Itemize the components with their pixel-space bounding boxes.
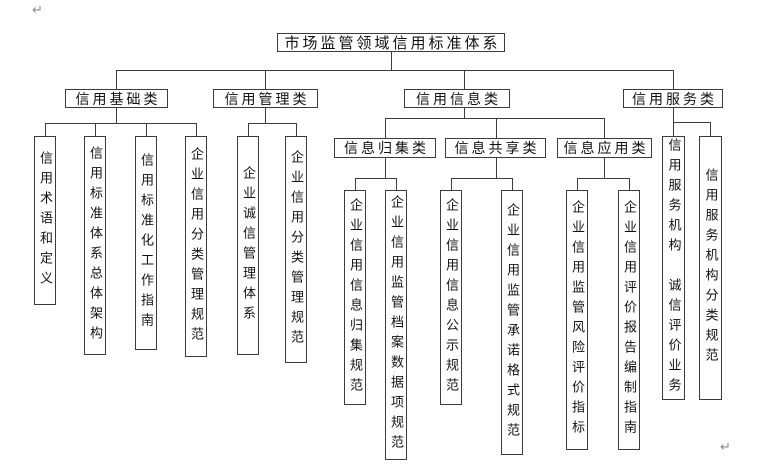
connector-line bbox=[451, 178, 452, 190]
leaf-label: 信用标准化工作指南 bbox=[139, 153, 154, 333]
subgroup-info-sharing: 信息共享类 bbox=[445, 138, 546, 158]
connector-line bbox=[629, 178, 630, 190]
leaf-label: 企业信用监管风险评价指标 bbox=[570, 200, 585, 440]
connector-line bbox=[385, 118, 386, 138]
connector-line bbox=[673, 70, 674, 89]
connector-line bbox=[265, 70, 266, 89]
connector-line bbox=[45, 123, 197, 124]
branch-credit-management: 信用管理类 bbox=[213, 89, 318, 108]
leaf-credit-info-disclosure-spec: 企业信用信息公示规范 bbox=[440, 190, 462, 405]
connector-line bbox=[45, 123, 46, 136]
subgroup-info-application: 信息应用类 bbox=[557, 138, 652, 158]
node-root-market-regulation-credit-standard-system: 市场监管领域信用标准体系 bbox=[277, 33, 505, 52]
leaf-label: 企业信用监管档案数据项规范 bbox=[389, 195, 404, 455]
connector-line bbox=[355, 178, 356, 190]
leaf-regulatory-risk-evaluation-index: 企业信用监管风险评价指标 bbox=[566, 190, 588, 450]
leaf-label: 信用标准体系总体架构 bbox=[88, 145, 103, 346]
connector-line bbox=[385, 158, 386, 178]
connector-line bbox=[248, 123, 297, 124]
connector-line bbox=[496, 158, 497, 178]
leaf-credit-standardization-work-guide: 信用标准化工作指南 bbox=[135, 136, 157, 350]
leaf-credit-standard-system-architecture: 信用标准体系总体架构 bbox=[84, 136, 106, 355]
leaf-enterprise-integrity-management-system: 企业诚信管理体系 bbox=[237, 136, 259, 355]
connector-line bbox=[710, 122, 711, 136]
connector-line bbox=[391, 52, 392, 70]
leaf-label: 企业信用监管承诺格式规范 bbox=[505, 202, 520, 443]
leaf-regulatory-archive-data-item-spec: 企业信用监管档案数据项规范 bbox=[385, 190, 407, 460]
connector-line bbox=[451, 178, 513, 179]
connector-line bbox=[116, 70, 117, 89]
paragraph-mark-top: ↵ bbox=[32, 3, 43, 18]
connector-line bbox=[196, 123, 197, 136]
leaf-label: 企业信用评价报告编制指南 bbox=[622, 200, 637, 440]
connector-line bbox=[95, 123, 96, 136]
leaf-label: 信用服务机构分类规范 bbox=[703, 168, 719, 368]
connector-line bbox=[265, 108, 266, 123]
branch-credit-basics: 信用基础类 bbox=[65, 89, 168, 108]
leaf-label: 企业信用信息归集规范 bbox=[348, 197, 363, 398]
connector-line bbox=[296, 123, 297, 136]
leaf-label: 企业诚信管理体系 bbox=[241, 165, 256, 326]
subgroup-info-collection: 信息归集类 bbox=[334, 138, 436, 158]
connector-line bbox=[248, 123, 249, 136]
leaf-credit-evaluation-report-guide: 企业信用评价报告编制指南 bbox=[618, 190, 640, 450]
branch-credit-service: 信用服务类 bbox=[623, 89, 723, 108]
connector-line bbox=[512, 178, 513, 190]
leaf-label: 企业信用信息公示规范 bbox=[444, 197, 459, 398]
connector-line bbox=[116, 70, 674, 71]
connector-line bbox=[355, 178, 397, 179]
connector-line bbox=[673, 122, 674, 136]
leaf-label: 企业信用分类管理规范 bbox=[289, 149, 304, 350]
connector-line bbox=[496, 118, 497, 138]
connector-line bbox=[146, 123, 147, 136]
leaf-regulatory-commitment-format-spec: 企业信用监管承诺格式规范 bbox=[501, 190, 523, 455]
leaf-label: 信用服务机构 诚信评价业务 bbox=[666, 138, 682, 398]
paragraph-mark-bottom: ↵ bbox=[720, 440, 731, 455]
connector-line bbox=[577, 178, 630, 179]
connector-line bbox=[604, 118, 605, 138]
connector-line bbox=[385, 118, 605, 119]
connector-line bbox=[604, 158, 605, 178]
connector-line bbox=[464, 108, 465, 118]
leaf-label: 信用术语和定义 bbox=[38, 150, 53, 291]
connector-line bbox=[396, 178, 397, 190]
leaf-credit-info-collection-spec: 企业信用信息归集规范 bbox=[344, 190, 366, 405]
leaf-credit-terms-and-definitions: 信用术语和定义 bbox=[34, 136, 56, 305]
connector-line bbox=[116, 108, 117, 123]
connector-line bbox=[673, 122, 711, 123]
connector-line bbox=[464, 70, 465, 89]
leaf-enterprise-credit-classification-spec: 企业信用分类管理规范 bbox=[185, 136, 207, 357]
connector-line bbox=[673, 108, 674, 122]
connector-line bbox=[577, 178, 578, 190]
leaf-credit-service-agency-integrity-evaluation: 信用服务机构 诚信评价业务 bbox=[662, 136, 685, 400]
branch-credit-information: 信用信息类 bbox=[404, 89, 510, 108]
leaf-credit-service-agency-classification-spec: 信用服务机构分类规范 bbox=[699, 136, 722, 400]
leaf-enterprise-credit-classification-spec-2: 企业信用分类管理规范 bbox=[285, 136, 307, 363]
leaf-label: 企业信用分类管理规范 bbox=[189, 146, 204, 347]
